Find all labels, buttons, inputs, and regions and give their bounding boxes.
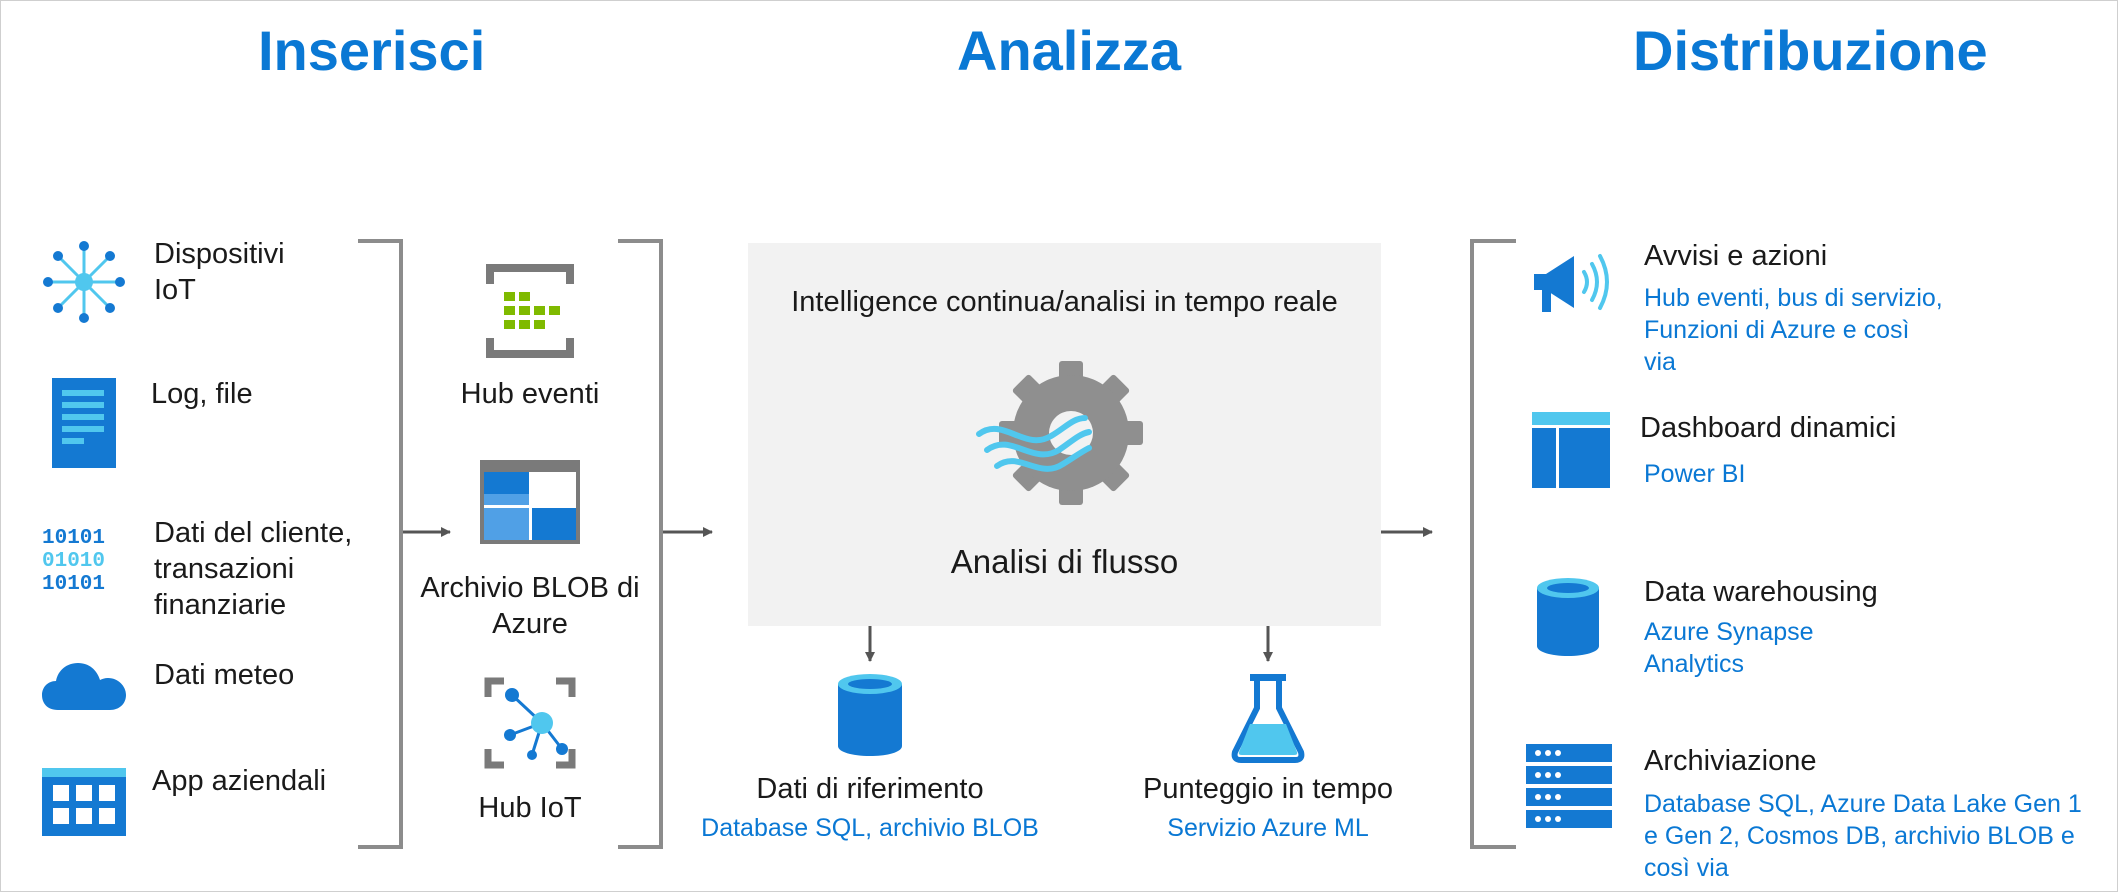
storage-rack-icon [1526,744,1612,828]
sources-bracket [358,239,403,849]
warehouse-database-icon [1537,578,1599,656]
blob-storage-icon [480,460,580,544]
dashboard-icon [1532,412,1610,488]
source-label-weather: Dati meteo [154,659,295,691]
output-detail-warehousing: Azure Synapse Analytics [1644,618,1814,678]
output-label-dashboards: Dashboard dinamici [1640,412,1897,444]
ingest-label-blob: Archivio BLOB di Azure [420,572,640,640]
cloud-icon [42,660,126,710]
stream-analytics-gear-icon [973,358,1147,508]
ingest-label-iot-hub: Hub IoT [478,792,582,824]
source-label-logs: Log, file [151,378,253,410]
header-analyze: Analizza [957,19,1182,82]
ingest-bracket [618,239,663,849]
reference-data-label: Dati di riferimento [756,773,984,805]
output-label-alerts: Avvisi e azioni [1644,240,1828,272]
source-label-customer: Dati del cliente, transazioni finanziari… [154,517,353,621]
iot-devices-icon [42,240,126,324]
header-deliver: Distribuzione [1633,19,1988,82]
stream-analytics-label: Analisi di flusso [950,543,1179,580]
reference-database-icon [838,674,902,756]
app-grid-icon [42,768,126,836]
header-ingest: Inserisci [258,19,486,82]
iot-hub-icon [482,675,578,771]
source-label-apps: App aziendali [152,765,327,797]
svg-text:10101: 10101 [42,527,105,550]
event-hub-icon [482,264,578,358]
analytics-panel-title: Intelligence continua/analisi in tempo r… [791,286,1338,318]
output-detail-alerts: Hub eventi, bus di servizio, Funzioni di… [1644,284,1943,376]
output-detail-storage: Database SQL, Azure Data Lake Gen 1 e Ge… [1644,790,2082,882]
output-label-storage: Archiviazione [1644,745,1817,777]
binary-data-icon: 10101 01010 10101 [42,524,128,596]
svg-text:10101: 10101 [42,573,105,596]
source-label-iot: Dispositivi IoT [154,238,285,306]
megaphone-icon [1532,250,1620,318]
scoring-label: Punteggio in tempo [1143,773,1393,805]
scoring-detail: Servizio Azure ML [1167,814,1369,842]
log-file-icon [52,378,116,468]
reference-data-detail: Database SQL, archivio BLOB [701,814,1039,842]
ingest-label-event-hub: Hub eventi [460,378,600,410]
outputs-bracket [1470,239,1516,849]
flask-icon [1231,674,1305,763]
output-label-warehousing: Data warehousing [1644,576,1878,608]
output-detail-dashboards: Power BI [1644,460,1746,488]
svg-text:01010: 01010 [42,550,105,573]
